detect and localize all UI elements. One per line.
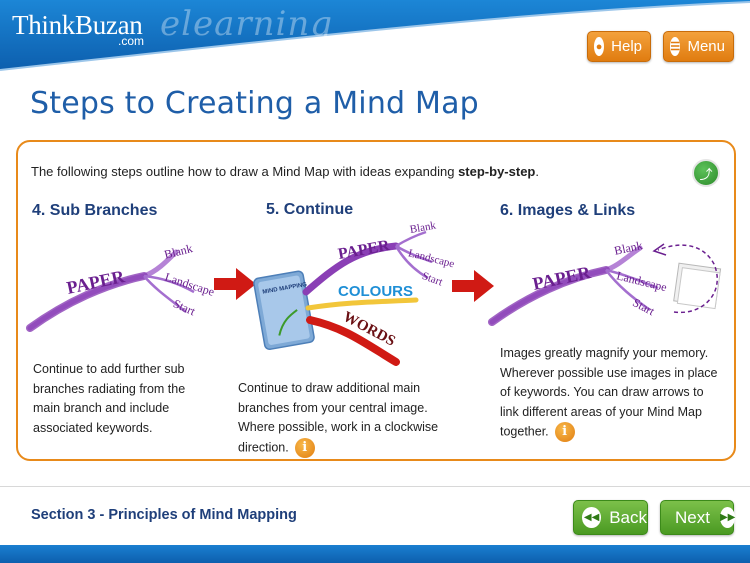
elearning-tagline: elearning xyxy=(160,4,334,44)
blank-paper-image xyxy=(673,262,722,310)
step-6-sub-start: Start xyxy=(630,295,657,318)
step-4-text: Continue to add further sub branches rad… xyxy=(33,362,186,435)
brand-logo: ThinkBuzan xyxy=(12,10,143,40)
help-button-label: Help xyxy=(611,38,642,55)
step-5-sub-start: Start xyxy=(421,270,445,288)
screen-icon[interactable]: ⤴ xyxy=(692,159,720,187)
header-banner xyxy=(0,0,750,71)
link-arrow xyxy=(657,244,718,314)
step-5-mind-map: MIND MAPPING PAPER Blank Landscape Start… xyxy=(253,219,456,366)
step-6-title: 6. Images & Links xyxy=(500,202,636,219)
step-4-sub-start: Start xyxy=(171,296,198,318)
arrow-right-icon xyxy=(452,270,494,302)
step-6-text-body: Images greatly magnify your memory. Wher… xyxy=(500,346,718,439)
intro-text-end: . xyxy=(535,164,539,179)
step-4-sub-blank: Blank xyxy=(163,241,194,262)
info-icon[interactable]: i xyxy=(294,437,315,458)
step-4-title: 4. Sub Branches xyxy=(32,202,158,219)
intro-text-bold: step-by-step xyxy=(458,164,536,179)
skip-back-icon: ◀◀ xyxy=(582,507,602,528)
content-panel: The following steps outline how to draw … xyxy=(16,140,736,461)
step-5-title: 5. Continue xyxy=(266,201,354,218)
footer-band xyxy=(0,545,750,563)
step-4-mind-map: PAPER Blank Landscape Start xyxy=(26,241,216,332)
step-6-main-branch: PAPER xyxy=(531,262,594,294)
step-5-main-branch: PAPER xyxy=(337,237,392,263)
menu-button[interactable]: ☰ Menu xyxy=(663,31,734,62)
step-5-branch-colours: COLOURS xyxy=(338,283,413,300)
page-title: Steps to Creating a Mind Map xyxy=(30,86,479,121)
person-icon: ● xyxy=(594,37,605,56)
back-button[interactable]: ◀◀ Back xyxy=(573,500,648,535)
list-icon: ☰ xyxy=(670,37,681,56)
intro-text: The following steps outline how to draw … xyxy=(31,164,539,179)
footer-divider xyxy=(0,486,750,487)
step-6-sub-landscape: Landscape xyxy=(615,268,668,294)
step-6-mind-map: PAPER Blank Landscape Start xyxy=(488,238,722,326)
step-5-sub-blank: Blank xyxy=(409,219,437,235)
step-6-sub-blank: Blank xyxy=(613,238,644,258)
header: ThinkBuzan .com elearning ● Help ☰ Menu xyxy=(0,0,750,76)
next-button-label: Next xyxy=(675,507,710,527)
back-button-label: Back xyxy=(609,507,647,527)
step-5-text: Continue to draw additional main branche… xyxy=(238,379,463,458)
brand-logo-suffix: .com xyxy=(118,34,145,48)
step-6-text: Images greatly magnify your memory. Wher… xyxy=(500,344,725,442)
help-button[interactable]: ● Help xyxy=(587,31,651,62)
step-4-sub-landscape: Landscape xyxy=(163,270,216,299)
section-label: Section 3 - Principles of Mind Mapping xyxy=(31,507,297,523)
next-button[interactable]: Next ▶▶ xyxy=(660,500,736,535)
menu-button-label: Menu xyxy=(687,38,725,55)
skip-forward-icon: ▶▶ xyxy=(719,507,736,528)
step-5-text-body: Continue to draw additional main branche… xyxy=(238,381,439,454)
arrow-right-icon xyxy=(214,268,256,300)
intro-text-main: The following steps outline how to draw … xyxy=(31,164,459,179)
info-icon[interactable]: i xyxy=(554,422,575,442)
